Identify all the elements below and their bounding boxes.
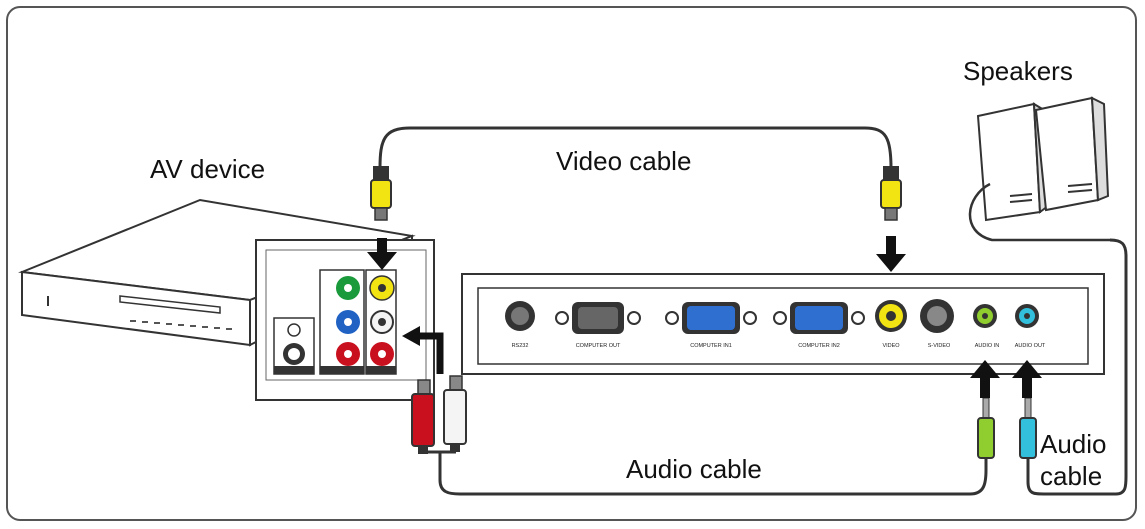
rs232-label: RS232 xyxy=(512,343,529,349)
computer-in2-label: COMPUTER IN2 xyxy=(798,343,840,349)
audio-cable xyxy=(411,375,995,496)
video-cable-label: Video cable xyxy=(556,146,691,176)
speaker-audio-cable xyxy=(1019,238,1128,496)
audio-cable-right-label-line2: cable xyxy=(1040,461,1102,491)
audio-cable-label: Audio cable xyxy=(626,454,762,484)
computer-out-label: COMPUTER OUT xyxy=(576,343,621,349)
speakers-label: Speakers xyxy=(963,56,1073,86)
arrow-up-icon-audio-in xyxy=(970,360,1000,398)
arrow-curved-icon xyxy=(418,332,444,374)
s-video-label: S-VIDEO xyxy=(928,343,951,349)
arrow-down-icon-projector-video xyxy=(876,236,906,272)
arrow-down-icon-av-video xyxy=(367,238,397,270)
av-device-label: AV device xyxy=(150,154,265,184)
audio-cable-right-label-line1: Audio xyxy=(1040,429,1107,459)
video-cable xyxy=(370,126,902,221)
video-port-label: VIDEO xyxy=(882,343,900,349)
speakers xyxy=(968,96,1110,242)
av-back-panel xyxy=(255,239,435,401)
audio-in-label: AUDIO IN xyxy=(975,343,999,349)
computer-in1-label: COMPUTER IN1 xyxy=(690,343,732,349)
projector-panel: RS232 COMPUTER OUT COMPUTER IN1 COMPUTER… xyxy=(461,273,1105,375)
arrow-up-icon-audio-out xyxy=(1012,360,1042,398)
audio-out-label: AUDIO OUT xyxy=(1015,343,1046,349)
